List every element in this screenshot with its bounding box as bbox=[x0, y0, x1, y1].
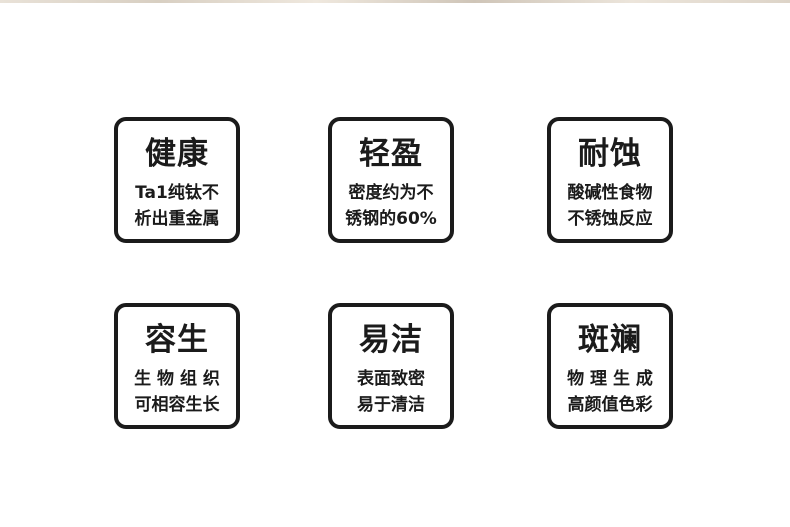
feature-desc-line2: 高颜值色彩 bbox=[567, 395, 653, 415]
feature-desc-line2: 不锈蚀反应 bbox=[567, 209, 653, 229]
feature-desc-line1: 表面致密 bbox=[357, 369, 425, 389]
feature-title: 斑斓 bbox=[578, 322, 642, 358]
feature-card-corrosion-resistant: 耐蚀 酸碱性食物 不锈蚀反应 bbox=[547, 117, 673, 243]
feature-card-easy-clean: 易洁 表面致密 易于清洁 bbox=[328, 303, 454, 429]
feature-desc-line2: 锈钢的60% bbox=[345, 209, 437, 229]
feature-card-biocompatible: 容生 生 物 组 织 可相容生长 bbox=[114, 303, 240, 429]
feature-desc-line2: 可相容生长 bbox=[134, 395, 220, 415]
feature-title: 耐蚀 bbox=[578, 136, 642, 172]
feature-desc-line2: 析出重金属 bbox=[134, 209, 220, 229]
feature-desc-line1: 酸碱性食物 bbox=[567, 183, 653, 203]
feature-desc-line1: 密度约为不 bbox=[348, 183, 434, 203]
feature-desc-line1: Ta1纯钛不 bbox=[135, 183, 219, 203]
feature-title: 容生 bbox=[145, 322, 209, 358]
feature-card-light: 轻盈 密度约为不 锈钢的60% bbox=[328, 117, 454, 243]
feature-card-health: 健康 Ta1纯钛不 析出重金属 bbox=[114, 117, 240, 243]
feature-desc-line1: 生 物 组 织 bbox=[134, 369, 220, 389]
feature-card-colorful: 斑斓 物 理 生 成 高颜值色彩 bbox=[547, 303, 673, 429]
feature-title: 健康 bbox=[145, 136, 209, 172]
feature-title: 易洁 bbox=[359, 322, 423, 358]
feature-desc-line2: 易于清洁 bbox=[357, 395, 425, 415]
feature-title: 轻盈 bbox=[359, 136, 423, 172]
top-decorative-strip bbox=[0, 0, 790, 3]
feature-desc-line1: 物 理 生 成 bbox=[567, 369, 653, 389]
